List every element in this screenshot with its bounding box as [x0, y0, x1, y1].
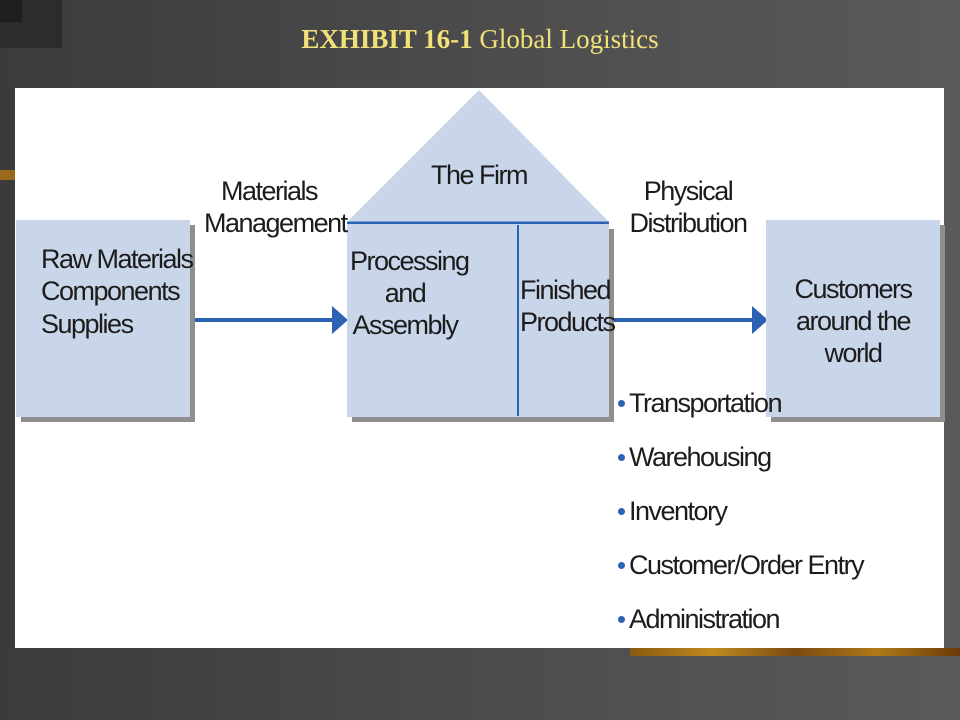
list-item: Administration: [618, 596, 863, 650]
materials-label-line2: Management: [204, 207, 348, 238]
distribution-activities-list: Transportation Warehousing Inventory Cus…: [618, 380, 865, 650]
supplies-line: Supplies: [41, 308, 134, 339]
physical-distribution-label: Physical Distribution: [626, 176, 750, 240]
arrow-materials-head: [332, 306, 348, 334]
list-item: Customer/Order Entry: [618, 542, 865, 596]
finished-line: Finished: [520, 275, 612, 305]
raw-materials-label: Raw Materials Components Supplies: [41, 243, 194, 340]
products-line: Products: [520, 306, 616, 337]
physical-label-line1: Physical: [643, 176, 734, 206]
firm-box: [347, 224, 609, 417]
bottom-decoration-stripe: [630, 648, 960, 656]
inventory-item: Inventory: [629, 496, 728, 526]
raw-materials-line: Raw Materials: [41, 244, 194, 274]
and-line: and: [384, 277, 427, 308]
materials-management-label: Materials Management: [204, 176, 348, 240]
processing-assembly-label: Processing and Assembly: [350, 246, 470, 342]
list-item: Transportation: [618, 380, 863, 434]
list-item: Warehousing: [618, 434, 863, 488]
corner-decoration-inner: [0, 0, 22, 22]
materials-label-line1: Materials: [220, 176, 319, 206]
finished-products-label: Finished Products: [520, 275, 616, 339]
bullet-dot-icon: [618, 616, 625, 623]
side-decoration-stripe: [0, 170, 16, 180]
customers-label: Customers around the world: [770, 274, 936, 370]
processing-line: Processing: [350, 246, 470, 276]
customer-order-entry-item: Customer/Order Entry: [629, 550, 865, 580]
raw-materials-box: [16, 220, 190, 417]
bullet-dot-icon: [618, 562, 625, 569]
firm-roof-label: The Firm: [431, 160, 529, 190]
warehousing-item: Warehousing: [629, 442, 772, 472]
bullet-dot-icon: [618, 400, 625, 407]
physical-label-line2: Distribution: [629, 207, 748, 238]
assembly-line: Assembly: [352, 309, 459, 340]
exhibit-name: Global Logistics: [479, 24, 659, 54]
firm-roof-triangle: [347, 90, 609, 222]
bullet-dot-icon: [618, 508, 625, 515]
customers-box: [766, 220, 940, 417]
around-world-line: around the world: [795, 305, 912, 368]
exhibit-number: EXHIBIT 16-1: [301, 24, 473, 54]
firm-divider: [517, 225, 519, 416]
bullet-dot-icon: [618, 454, 625, 461]
components-line: Components: [41, 276, 181, 307]
administration-item: Administration: [629, 604, 781, 634]
list-item: Inventory: [618, 488, 863, 542]
transportation-item: Transportation: [629, 388, 783, 418]
slide-title: EXHIBIT 16-1 Global Logistics: [0, 24, 960, 55]
customers-line: Customers: [794, 274, 913, 304]
arrow-physical-head: [752, 306, 768, 334]
